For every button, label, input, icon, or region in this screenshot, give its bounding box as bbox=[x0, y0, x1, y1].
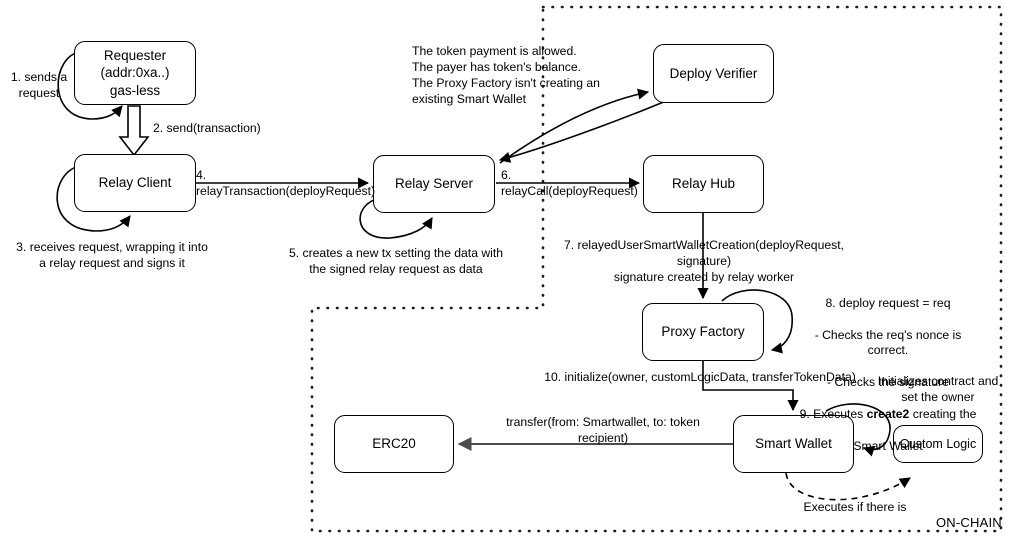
label-step6: 6. relayCall(deployRequest) bbox=[501, 168, 638, 198]
arrow-executes-if-there-is bbox=[785, 472, 911, 501]
arrow-step2-block bbox=[118, 105, 150, 157]
label-step9-line2: Smart Wallet bbox=[853, 438, 923, 453]
label-step10: 10. initialize(owner, customLogicData, t… bbox=[544, 370, 856, 384]
label-onchain: ON-CHAIN bbox=[936, 515, 1002, 530]
label-step5: 5. creates a new tx setting the data wit… bbox=[288, 246, 504, 276]
node-deploy-verifier[interactable]: Deploy Verifier bbox=[653, 44, 774, 103]
node-erc20[interactable]: ERC20 bbox=[334, 415, 454, 473]
node-relay-hub[interactable]: Relay Hub bbox=[643, 155, 764, 213]
label-transfer: transfer(from: Smartwallet, to: token re… bbox=[506, 415, 700, 445]
label-step9-prefix: 9. Executes bbox=[799, 406, 867, 421]
node-relay-client[interactable]: Relay Client bbox=[74, 154, 196, 212]
node-requester[interactable]: Requester (addr:0xa..) gas-less bbox=[74, 41, 196, 105]
node-relay-server[interactable]: Relay Server bbox=[373, 155, 495, 213]
label-step2: 2. send(transaction) bbox=[153, 121, 261, 135]
label-step9-create2: create2 bbox=[866, 406, 910, 421]
label-step9-suffix: creating the bbox=[909, 406, 977, 421]
label-step8-line3: - Checks the signature bbox=[827, 375, 949, 390]
arrow-verifier-response bbox=[498, 100, 667, 163]
label-step4: 4. relayTransaction(deployRequest) bbox=[196, 168, 376, 198]
label-verifier-note: The token payment is allowed. The payer … bbox=[412, 44, 600, 106]
label-step8-line1: 8. deploy request = req bbox=[825, 295, 951, 310]
node-custom-logic[interactable]: Custom Logic bbox=[893, 425, 983, 463]
label-step3: 3. receives request, wrapping it into a … bbox=[16, 240, 208, 270]
label-initializes: Initializes contract and set the owner bbox=[877, 374, 999, 404]
label-step8-line2: - Checks the req's nonce is correct. bbox=[814, 327, 962, 358]
label-step1: 1. sends a request bbox=[10, 70, 68, 100]
node-smart-wallet[interactable]: Smart Wallet bbox=[733, 415, 854, 473]
label-step8: 8. deploy request = req - Checks the req… bbox=[795, 280, 981, 454]
node-proxy-factory[interactable]: Proxy Factory bbox=[642, 303, 764, 361]
label-step7: 7. relayedUserSmartWalletCreation(deploy… bbox=[564, 238, 844, 284]
label-executes-if-there-is: Executes if there is bbox=[803, 500, 907, 514]
